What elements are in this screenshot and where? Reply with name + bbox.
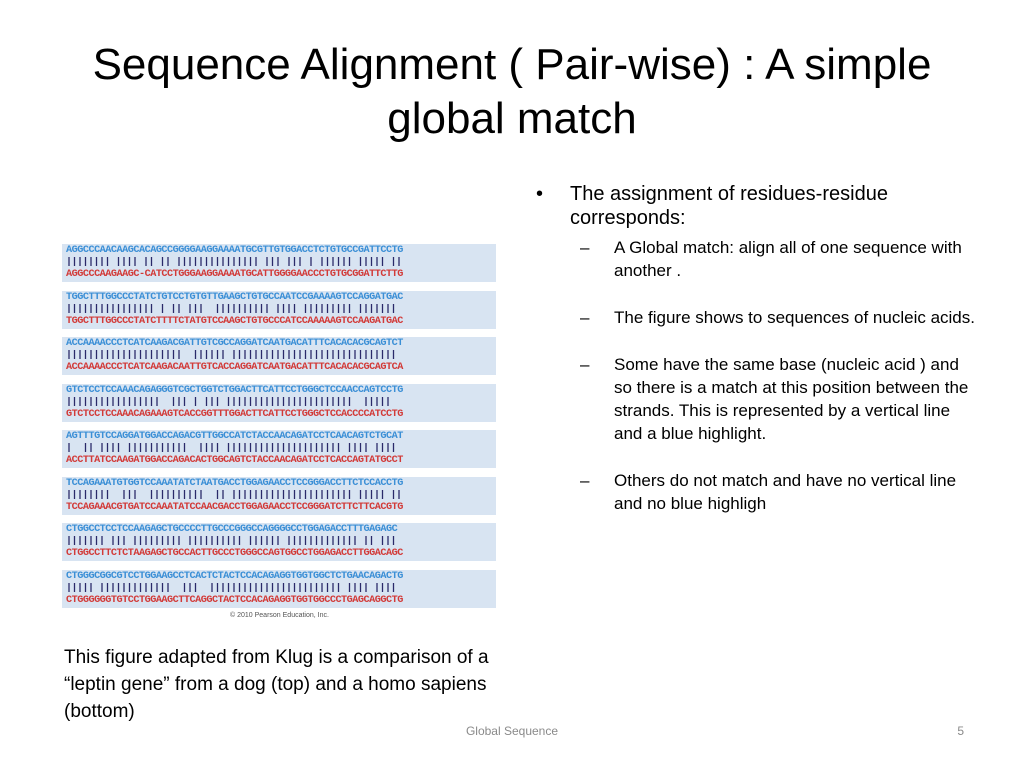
dash-icon: – [580, 471, 590, 490]
alignment-block: TGGCTTTGGCCCTATCTGTCCTGTGTTGAAGCTGTGCCAA… [62, 290, 496, 329]
match-line-row: |||||||| |||| || || ||||||||||||||| ||| … [66, 257, 402, 268]
bullet-dot-icon: • [536, 183, 544, 205]
sub-bullet-text: Others do not match and have no vertical… [614, 471, 957, 513]
bullet-main: • The assignment of residues-residue cor… [536, 182, 976, 230]
sub-bullet-text: The figure shows to sequences of nucleic… [614, 308, 975, 327]
match-line-row: ||||||||||||||||| ||| | ||| ||||||||||||… [66, 396, 391, 408]
figure-caption: This figure adapted from Klug is a compa… [64, 647, 489, 722]
human-sequence-row: ACCTTATCCAAGATGGACCAGACACTGGCAGTCTACCAAC… [66, 455, 403, 466]
match-line-row: ||||||| ||| ||||||||| |||||||||| |||||| … [66, 536, 397, 547]
human-sequence-row: TGGCTTTGGCCCTATCTTTTCTATGTCCAAGCTGTGCCCA… [66, 315, 403, 327]
human-sequence-row: AGGCCCAAGAAGC-CATCCTGGGAAGGAAAATGCATTGGG… [66, 269, 403, 280]
dog-sequence-row: TGGCTTTGGCCCTATCTGTCCTGTGTTGAAGCTGTGCCAA… [66, 291, 403, 303]
human-sequence-row: CTGGGGGGTGTCCTGGAAGCTTCAGGCTACTCCACAGAGG… [66, 594, 403, 606]
dog-sequence-row: CTGGCCTCCTCCAAGAGCTGCCCCTTGCCCGGGCCAGGGG… [66, 524, 398, 535]
slide-number: 5 [957, 724, 964, 738]
footer-title: Global Sequence [465, 724, 559, 738]
alignment-block: AGTTTGTCCAGGATGGACCAGACGTTGGCCATCTACCAAC… [62, 430, 496, 468]
alignment-block: GTCTCCTCCAAACAGAGGGTCGCTGGTCTGGACTTCATTC… [62, 383, 496, 422]
dash-icon: – [580, 238, 590, 257]
human-sequence-row: TCCAGAAACGTGATCCAAATATCCAACGACCTGGAGAACC… [66, 501, 403, 513]
dash-icon: – [580, 308, 590, 327]
human-sequence-row: CTGGCCTTCTCTAAGAGCTGCCACTTGCCCTGGGCCAGTG… [66, 548, 403, 559]
match-line-row: | || |||| ||||||||||| |||| |||||||||||||… [66, 443, 397, 454]
alignment-block: CTGGGCGGCGTCCTGGAAGCCTCACTCTACTCCACAGAGG… [62, 569, 496, 608]
dog-sequence-row: ACCAAAACCCTCATCAAGACGATTGTCGCCAGGATCAATG… [66, 338, 403, 349]
dog-sequence-row: TCCAGAAATGTGGTCCAAATATCTAATGACCTGGAGAACC… [66, 477, 403, 489]
human-sequence-row: ACCAAAACCCTCATCAAGACAATTGTCACCAGGATCAATG… [66, 362, 403, 373]
sub-bullet-figure-shows: – The figure shows to sequences of nucle… [536, 306, 976, 329]
match-line-row: |||||||||||||||| | || ||| |||||||||| |||… [66, 303, 397, 315]
sub-bullet-no-match: – Others do not match and have no vertic… [536, 469, 976, 515]
bullet-main-text: The assignment of residues-residue corre… [570, 183, 888, 229]
sub-bullet-text: A Global match: align all of one sequenc… [614, 238, 962, 280]
match-line-row: ||||| ||||||||||||| ||| ||||||||||||||||… [66, 582, 397, 594]
alignment-block: TCCAGAAATGTGGTCCAAATATCTAATGACCTGGAGAACC… [62, 476, 496, 515]
match-line-row: |||||||| ||| |||||||||| || |||||||||||||… [66, 489, 402, 501]
match-line-row: ||||||||||||||||||||| |||||| |||||||||||… [66, 350, 397, 361]
dog-sequence-row: CTGGGCGGCGTCCTGGAAGCCTCACTCTACTCCACAGAGG… [66, 570, 403, 582]
bullet-list: • The assignment of residues-residue cor… [536, 182, 976, 515]
dog-sequence-row: AGTTTGTCCAGGATGGACCAGACGTTGGCCATCTACCAAC… [66, 431, 403, 442]
slide-title: Sequence Alignment ( Pair-wise) : A simp… [92, 40, 932, 143]
sub-bullet-match: – Some have the same base (nucleic acid … [536, 353, 976, 445]
sub-bullet-global-match: – A Global match: align all of one seque… [536, 236, 976, 282]
dog-sequence-row: AGGCCCAACAAGCACAGCCGGGGAAGGAAAATGCGTTGTG… [66, 245, 403, 256]
figure-copyright: © 2010 Pearson Education, Inc. [230, 612, 329, 619]
alignment-block: CTGGCCTCCTCCAAGAGCTGCCCCTTGCCCGGGCCAGGGG… [62, 523, 496, 561]
human-sequence-row: GTCTCCTCCAAACAGAAAGTCACCGGTTTGGACTTCATTC… [66, 408, 403, 420]
sequence-alignment-figure: AGGCCCAACAAGCACAGCCGGGGAAGGAAAATGCGTTGTG… [60, 240, 498, 626]
alignment-block: ACCAAAACCCTCATCAAGACGATTGTCGCCAGGATCAATG… [62, 337, 496, 375]
sub-bullet-text: Some have the same base (nucleic acid ) … [614, 355, 969, 443]
dog-sequence-row: GTCTCCTCCAAACAGAGGGTCGCTGGTCTGGACTTCATTC… [66, 384, 403, 396]
alignment-block: AGGCCCAACAAGCACAGCCGGGGAAGGAAAATGCGTTGTG… [62, 244, 496, 282]
dash-icon: – [580, 355, 590, 374]
